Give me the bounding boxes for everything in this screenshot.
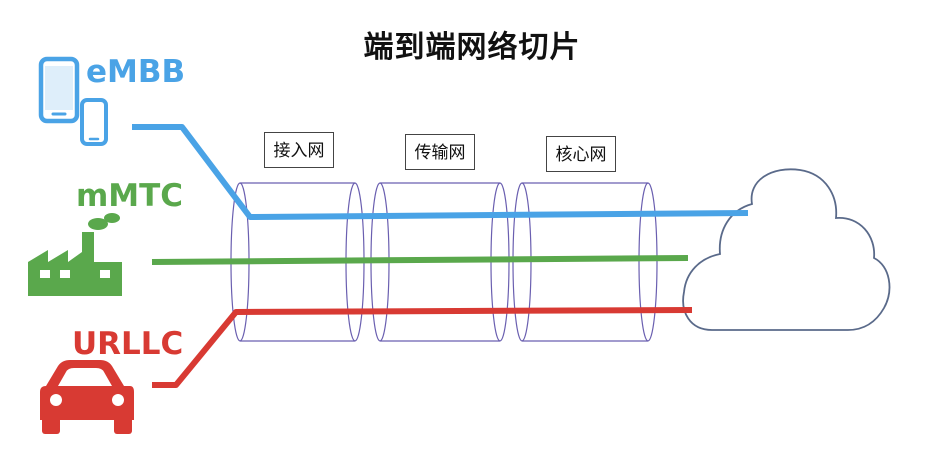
mmtc-slice-line	[151, 255, 689, 265]
core-network-label: 核心网	[546, 136, 616, 172]
urllc-label: URLLC	[72, 326, 184, 362]
smartphone-icon	[38, 56, 108, 146]
mmtc-label: mMTC	[76, 178, 184, 214]
cloud-icon	[682, 168, 891, 331]
urllc-slice-line	[152, 307, 693, 388]
access-network-label: 接入网	[264, 132, 334, 168]
transport-network-label: 传输网	[405, 134, 475, 170]
embb-slice-line	[132, 124, 749, 220]
factory-icon	[28, 213, 122, 296]
diagram-title: 端到端网络切片	[363, 30, 581, 65]
embb-label: eMBB	[86, 54, 186, 90]
car-icon	[40, 360, 134, 434]
